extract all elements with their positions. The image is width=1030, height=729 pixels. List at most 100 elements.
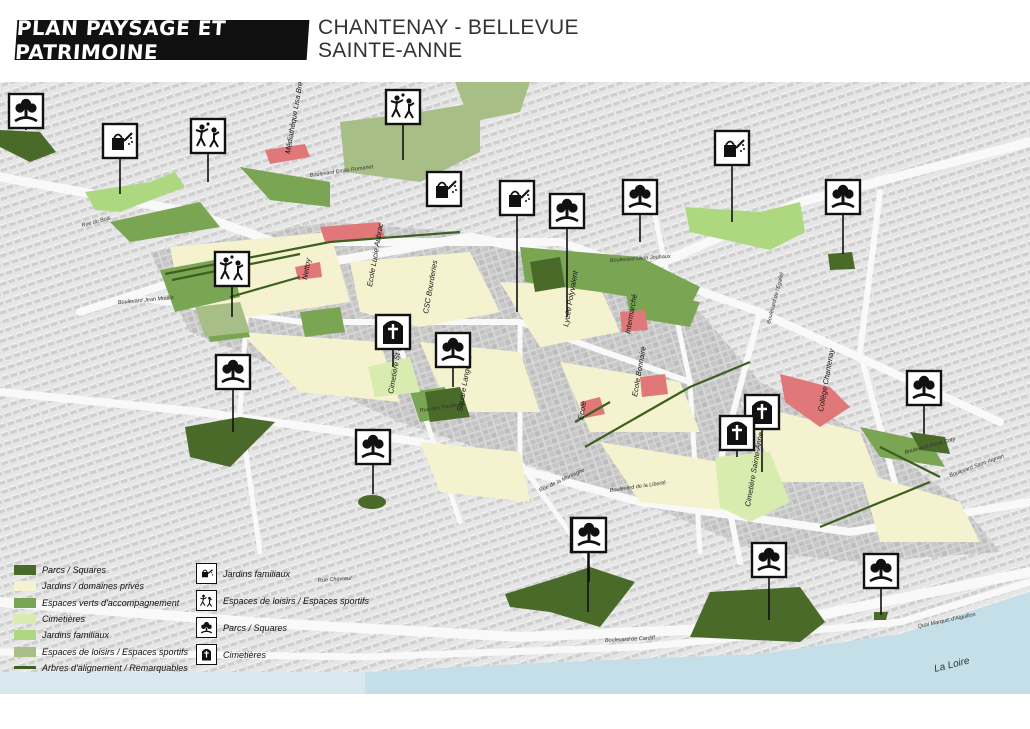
tree-icon xyxy=(912,375,936,400)
map-pin-sports[interactable] xyxy=(189,117,227,182)
map-pin-tree[interactable] xyxy=(7,92,45,130)
tree-icon xyxy=(441,337,465,362)
legend-label: Espaces de loisirs / Espaces sportifs xyxy=(223,595,370,606)
sport-figures-icon xyxy=(390,93,415,119)
legend-label: Cimetières xyxy=(223,649,267,660)
park-northeast-small xyxy=(828,252,855,270)
tree-icon xyxy=(555,198,579,223)
parks-squares xyxy=(0,130,950,642)
map-pin-tree[interactable] xyxy=(548,192,586,317)
pin-box xyxy=(101,122,139,160)
legend-label: Jardins / domaines privés xyxy=(42,581,145,592)
district-subtitle: CHANTENAY - BELLEVUE SAINTE-ANNE xyxy=(318,16,579,62)
cemetery-sainte-anne xyxy=(715,452,790,522)
map-pin-watering[interactable] xyxy=(101,122,139,194)
map-pin-tree[interactable] xyxy=(824,178,862,254)
legend-label: Espaces de loisirs / Espaces sportifs xyxy=(42,646,189,657)
pin-box xyxy=(498,179,536,217)
heritage-buildings xyxy=(265,144,850,427)
map-pin-tree[interactable] xyxy=(354,428,392,494)
park-west-large xyxy=(185,417,275,467)
map-pin-tree[interactable] xyxy=(621,178,659,242)
tree-icon xyxy=(869,558,893,583)
legend-swatch xyxy=(14,646,36,657)
icon-legend: Jardins familiaux Espaces de loisirs / E… xyxy=(196,560,369,668)
legend-label: Parcs / Squares xyxy=(42,565,107,576)
family-gardens xyxy=(85,172,805,250)
icon-legend-cimetieres: Cimetières xyxy=(196,641,369,668)
legend-swatch xyxy=(14,565,36,576)
map-pin-tree[interactable] xyxy=(750,541,788,620)
map-pin-cross[interactable] xyxy=(374,313,412,367)
map-pin-sports[interactable] xyxy=(213,250,251,317)
tree-icon xyxy=(196,617,217,638)
cross-icon xyxy=(727,421,747,445)
park-east-small xyxy=(910,432,950,454)
map-pin-tree[interactable] xyxy=(434,331,472,387)
legend-item-jardins-familiaux: Jardins familiaux xyxy=(14,627,188,643)
park-south-middle xyxy=(505,567,635,627)
watering-can-icon xyxy=(509,189,530,207)
river-bank-west xyxy=(0,672,365,694)
legend-swatch xyxy=(14,614,36,625)
map-pin-cross[interactable] xyxy=(743,393,781,472)
street-jean-moulin: Boulevard Jean Moulin xyxy=(118,295,174,306)
legend-swatch xyxy=(14,630,36,641)
street-leon-jouhaux: Boulevard Léon Jouhaux xyxy=(610,254,671,264)
tree-icon xyxy=(628,184,652,209)
map-pin-tree[interactable] xyxy=(862,552,900,615)
legend-swatch xyxy=(14,597,36,608)
park-south-large xyxy=(690,587,825,642)
tree-icon xyxy=(831,184,855,209)
map-pin-sports[interactable] xyxy=(384,88,422,160)
legend-label: Parcs / Squares xyxy=(223,622,288,633)
subtitle-line-2: SAINTE-ANNE xyxy=(318,39,463,62)
map-pin-watering[interactable] xyxy=(425,170,463,208)
tree-icon xyxy=(361,434,385,459)
tree-icon xyxy=(577,522,601,547)
park-square-langevin xyxy=(425,387,470,422)
icon-legend-loisirs: Espaces de loisirs / Espaces sportifs xyxy=(196,587,369,614)
map-pin-cross[interactable] xyxy=(718,414,756,457)
map-pin-tree[interactable] xyxy=(570,516,608,582)
loire-river xyxy=(365,592,1030,694)
map-pin-tree[interactable] xyxy=(214,353,252,432)
sport-figures-icon xyxy=(195,122,220,148)
map-pins xyxy=(7,88,943,620)
district-map[interactable]: La Loire xyxy=(0,82,1030,694)
map-pin-watering[interactable] xyxy=(713,129,751,222)
tree-icon xyxy=(14,98,38,123)
street-chevreul: Rue Chevreul xyxy=(318,576,353,584)
park-northwest xyxy=(0,130,56,162)
legend-label: Arbres d'alignement / Remarquables xyxy=(42,662,188,673)
legend-item-cimetieres: Cimetières xyxy=(14,611,188,627)
legend-label: Jardins familiaux xyxy=(223,568,291,579)
tree-icon xyxy=(757,547,781,572)
park-small-circle xyxy=(358,495,386,509)
tree-icon xyxy=(221,359,245,384)
legend-item-loisirs: Espaces de loisirs / Espaces sportifs xyxy=(14,643,188,659)
legend-swatch xyxy=(14,581,36,592)
sport-figures-icon xyxy=(196,590,217,611)
watering-can-icon xyxy=(196,563,217,584)
map-pin-tree[interactable] xyxy=(905,369,943,434)
legend-label: Jardins familiaux xyxy=(42,630,110,641)
cross-icon xyxy=(383,320,403,344)
street-cardiff: Boulevard de Cardiff xyxy=(605,635,656,644)
park-central-strip xyxy=(530,257,565,292)
watering-can-icon xyxy=(436,180,457,198)
watering-can-icon xyxy=(112,132,133,150)
legend-label: Espaces verts d'accompagnement xyxy=(42,597,180,608)
label-ecole: Ecole xyxy=(576,400,588,420)
map-pin-watering[interactable] xyxy=(498,179,536,312)
cemeteries xyxy=(368,357,790,522)
pin-box xyxy=(384,88,422,126)
sport-figures-icon xyxy=(219,255,244,281)
plan-title: PLAN PAYSAGE ET PATRIMOINE xyxy=(14,16,310,64)
subtitle-line-1: CHANTENAY - BELLEVUE xyxy=(318,16,579,39)
cross-icon xyxy=(196,644,217,665)
label-nettoy: Nettoy xyxy=(300,256,313,280)
icon-legend-parcs: Parcs / Squares xyxy=(196,614,369,641)
pin-box xyxy=(713,129,751,167)
map-canvas[interactable]: La Loire xyxy=(0,82,1030,694)
